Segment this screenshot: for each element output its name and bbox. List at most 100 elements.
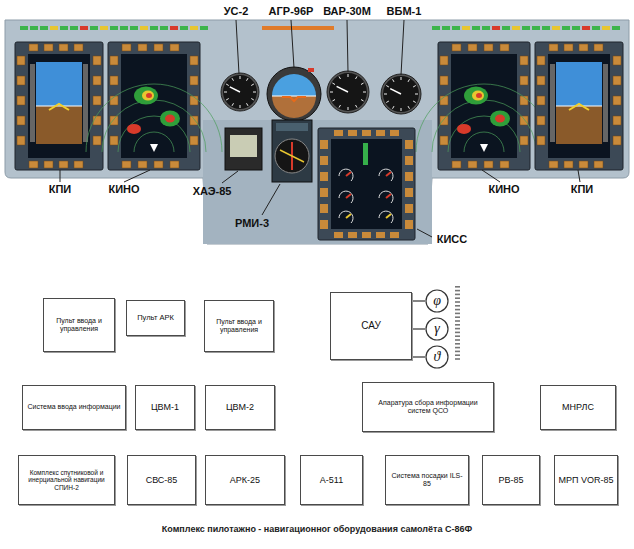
bezel-button (613, 116, 621, 125)
weather-cell (134, 87, 158, 105)
system-box: Пульт АРК (126, 300, 185, 336)
weather-cell (495, 114, 505, 122)
leader-line (236, 20, 239, 74)
indicator-light (80, 26, 88, 30)
indicator-light (582, 26, 590, 30)
gauge-needle (390, 89, 401, 94)
gauge-tick (232, 103, 234, 106)
bezel-button (376, 232, 385, 238)
bezel-button (613, 136, 621, 145)
bezel-button (138, 161, 147, 168)
box-label: СВС-85 (143, 475, 181, 485)
bezel-button (17, 96, 25, 105)
indicator-light (482, 26, 490, 30)
range-arc (86, 84, 222, 152)
small-print-mark (455, 294, 460, 296)
small-print-mark (455, 339, 460, 341)
bezel-button (110, 116, 118, 125)
gauge-tick (226, 84, 229, 86)
small-print-column (455, 286, 460, 360)
display-frame (318, 128, 415, 240)
bezel-button (17, 116, 25, 125)
leader-lines (60, 20, 580, 237)
circle-outline (426, 346, 448, 368)
small-print-mark (455, 354, 460, 356)
bezel-button (122, 161, 131, 168)
gauge-tick (413, 101, 416, 103)
system-box: Апаратура сбора информации систем QСО (362, 382, 494, 432)
system-box: МРП VOR-85 (554, 455, 618, 505)
rmi-indicator (272, 120, 312, 182)
gauge-tick (332, 83, 335, 85)
bezel-button (405, 156, 413, 165)
system-box: Система ввода информации (22, 385, 126, 430)
indicator-light (100, 26, 108, 30)
attitude-indicator (267, 67, 321, 121)
bezel-button (579, 44, 588, 51)
mini-gauge-needle (346, 214, 351, 218)
weather-cell (142, 91, 154, 101)
bezel-button (93, 76, 101, 85)
gauge-tick (361, 83, 364, 85)
bezel-button (405, 220, 413, 229)
box-label: Пульт АРК (134, 314, 177, 323)
bezel-button (440, 76, 448, 85)
bezel-button (170, 44, 179, 51)
mini-gauge-needle (386, 214, 391, 218)
bezel-button (594, 161, 603, 168)
mini-gauge (339, 169, 353, 181)
range-arc (102, 100, 206, 152)
indicator-light (40, 26, 48, 30)
bezel-button (29, 44, 38, 51)
gauge-tick (408, 106, 410, 109)
box-label: Система ввода информации (24, 403, 123, 411)
gauge-tick (339, 76, 341, 79)
bezel-button (362, 130, 371, 136)
gauge-tick (224, 92, 227, 93)
angle-circle: γ (425, 317, 449, 341)
angle-circle: φ (425, 289, 449, 313)
display-frame (535, 42, 623, 170)
indicator-light (512, 26, 520, 30)
mini-gauge-needle (386, 194, 391, 198)
figure-caption: Комплекс пилотажно - навигационног обору… (0, 524, 634, 534)
bezel-button (440, 116, 448, 125)
bezel-button (468, 44, 477, 51)
system-box: Система посадки ILS-85 (385, 455, 469, 505)
gauge-face (275, 139, 309, 173)
bezel-button (500, 44, 509, 51)
bezel-button (520, 56, 528, 65)
leader-line (347, 20, 348, 72)
bezel-button (613, 96, 621, 105)
small-print-mark (455, 316, 460, 318)
horizon (36, 106, 82, 107)
gauge-tick (330, 92, 333, 93)
sky (556, 62, 602, 106)
bezel-button (29, 161, 38, 168)
indicator-light (602, 26, 610, 30)
indicator-light (180, 26, 188, 30)
bezel-button (405, 188, 413, 197)
box-label: Апаратура сбора информации систем QСО (363, 399, 493, 415)
range-arc (416, 84, 552, 152)
bezel-button (17, 76, 25, 85)
bezel-button (549, 44, 558, 51)
gauge-bezel (327, 71, 369, 113)
indicator-light (462, 26, 470, 30)
gauge-tick (363, 92, 366, 93)
weather-cell (472, 91, 484, 101)
indicator-light (572, 26, 580, 30)
box-label: ЦВМ-1 (148, 402, 182, 412)
gauge-tick (415, 94, 418, 95)
system-box: ЦВМ-1 (135, 385, 195, 430)
leader-line (482, 170, 500, 182)
bezel-button (74, 161, 83, 168)
gauge-tick (356, 105, 358, 108)
bezel-button (537, 96, 545, 105)
bezel-button (452, 161, 461, 168)
bezel-button (190, 136, 198, 145)
bezel-button (59, 161, 68, 168)
weather-cell (160, 110, 180, 126)
leader-line (222, 171, 238, 183)
bezel-button (334, 130, 343, 136)
